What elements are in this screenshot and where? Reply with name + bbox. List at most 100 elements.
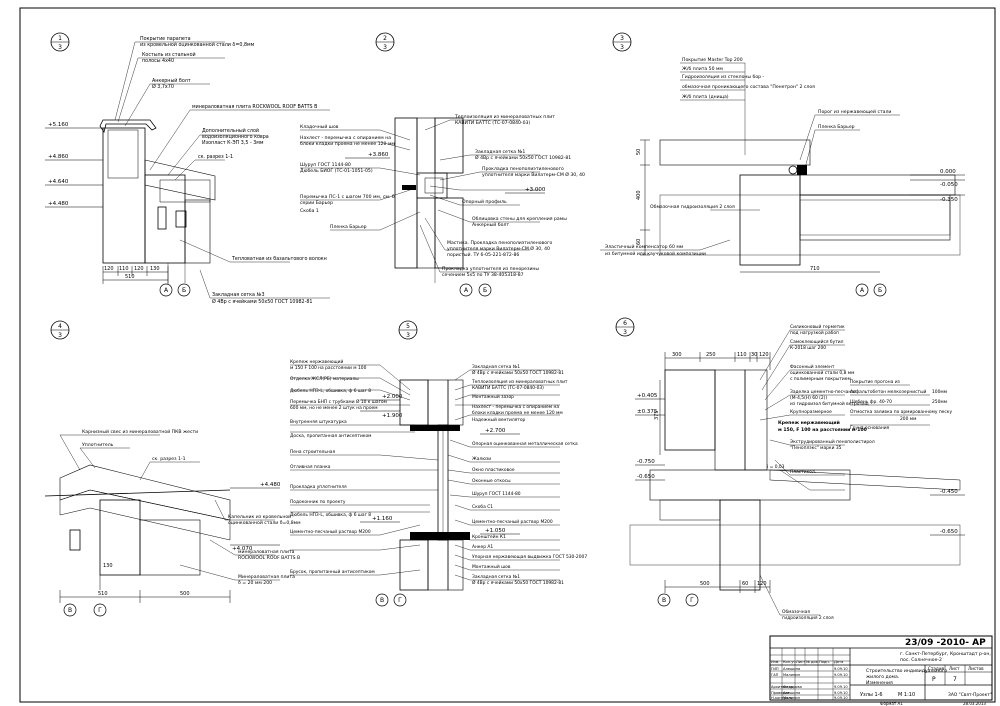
d3-label-7: Обмазочная гидроизоляция 2 слоя [650,204,735,210]
d6-label-0: Силиконовый герметик [790,323,845,330]
d3-label-4: Ж/б плита (днища) [682,94,729,100]
d6-label-1: под нагрузкой рабоп [790,329,839,336]
d1-label-7: Дополнительный слой [202,127,259,134]
detail-1-num: 1 [58,35,62,42]
d5-label-16: Ø 4Вр с ячейками 50х50 ГОСТ 10982-81 [472,369,564,376]
d6-label-14: "Пеноплэкс" марки 35 [790,445,842,451]
tb-r0-role: ГИП [771,667,779,671]
tb-col-1: Кол.уч. [783,660,797,664]
d6-label-17: Асфальтобетон мелкозернистый [850,388,927,395]
tb-col-0: Изм. [771,660,779,664]
d6-label-16: Покрытие прогона из [850,379,901,385]
d5-lower-wall [399,539,429,591]
d6-dim-8: 120 [757,581,767,587]
d5-label-18: КАВИТИ БАТТС (ТС-07-0840-03) [472,385,544,391]
d6-label-12: м 150, F 100 на расстоянии м 100 [778,427,867,433]
d5-label-33: Монтажный шов [472,563,511,570]
sheet-format: Формат А1 [880,701,903,706]
d5-label-10: Прокладка уплотнителя [290,484,347,490]
d3-label-5: Порог из нержавеющей стали [818,108,891,115]
d1-dim-0: 120 [104,266,114,272]
d6-small-1: 250мм [932,399,947,405]
d2-outer-wall [394,117,418,269]
d5-level-0: +2.000 [382,394,403,400]
d5-label-4: Перемычка БНП с трубками Ø 10 к шагом [290,398,387,405]
sheet-frame [19,7,996,703]
d5-axis-g: Г [398,597,402,604]
d1-label-2: Костыль из стальной [142,51,196,58]
detail-2: 2 3 Теплоизоляция из минераловатных плит [300,32,585,297]
d1-label-5: Ø 3,7х70 [152,83,174,90]
d6-label-15: Пластикол. [790,469,816,475]
d5-label-35: Ø 4Вр с ячейками 50х50 ГОСТ 10982-81 [472,579,564,586]
tb-r1-role: ГАП [771,673,779,677]
d6-foundation [719,499,761,591]
d5-label-27: Шуруп ГОСТ 1144-80 [472,491,521,497]
tb-r1-date: 9.09.10 [834,673,848,677]
d6-label-11: Крепеж нержавеющий [778,419,840,426]
detail-2-num: 2 [383,35,387,42]
d3-label-8: Эластичный компенсатор 60 мм [605,243,684,250]
d6-level-2: -0.750 [637,459,655,465]
d6-dim-6: 500 [700,581,710,587]
d6-dim-7: 60 [742,581,748,587]
d5-upper-wall [399,379,429,426]
d5-label-23: Опорная оцинкованная металлическая сетка [472,441,578,447]
d2-inner-wall [434,117,464,174]
tb-r4-date: 9.09.10 [834,691,848,695]
tb-col-4: Подп. [819,660,830,664]
d5-level-2: +2.700 [485,428,506,434]
d6-label-10: Крупноразмерное [790,409,832,415]
d6-label-13: Экструдированный пенополистирол [790,438,875,445]
d6-axis-g: Г [690,597,694,604]
d1-level-2: +4.640 [48,179,69,185]
detail-1-marker: 1 3 [50,32,70,52]
d1-section: ск. разрез 1-1 [198,154,233,160]
d6-small-2: 200 мм [900,416,916,422]
d6-label-9: из гидроизол битумной ветрозащ [790,400,869,407]
detail-2-sheet: 3 [383,44,387,51]
title-project-2: Изменения [866,680,893,686]
d6-label-4: Фасонный элемент [790,363,835,370]
d6-level-3: -0.650 [637,474,655,480]
d6-level-1: ±0.375 [637,409,658,415]
d2-axis-a: А [464,287,469,294]
d4-label-0: Карнизный свес из минераловатной ПКВ жес… [82,428,198,435]
d3-dim-1: 400 [636,190,642,200]
d1-dim-4: 510 [125,274,135,280]
d6-label-7: Заделка цементно-песчаная [790,389,857,395]
d2-label-12: серии Барьер [300,200,333,206]
d3-foundation [739,174,801,266]
d5-label-26: Оконные откосы [472,478,511,484]
tb-col-3: № док. [806,660,819,664]
tb-r4-name: Алешина [783,691,800,695]
d4-label-5: минераловатная плита [238,550,295,555]
d6-label-22: гидроизоляция 2 слоя [782,615,834,621]
d6-dim-2: 110 [737,352,747,358]
d1-dim-3: 130 [150,266,160,272]
tb-r3-role: Архитектор [771,685,794,689]
detail-4-sheet: 3 [58,332,62,339]
d2-label-11: Перемычка ПС-1 с шагом 700 мм, см. 6 [300,194,395,200]
d6-label-19: Отмостка заливка по армированному песку [850,409,952,415]
detail-3-sheet: 3 [620,44,624,51]
d3-label-2: Гидроизоляция из стеклоны бор - [682,74,765,80]
d4-label-6: ROCKWOOL ROOF BATTS В [238,555,300,561]
d2-label-21: Прокладка уплотнителя из пенорезины [442,266,539,272]
d6-dim-4: 120 [759,352,769,358]
d4-dim-0: 130 [103,563,113,569]
d1-axis-a: А [164,287,169,294]
d3-dim-2: 60 [636,239,642,245]
d3-label-1: Ж/б плита 50 мм [682,66,723,72]
detail-5: 5 3 [290,320,587,607]
d5-label-17: Теплоизоляция из минераловатных плит [471,379,568,385]
tb-r0-name: Алешина [783,667,800,671]
d1-label-3: полосы 4х40 [142,58,174,64]
d2-axis-b: Б [483,287,487,294]
d2-label-6: Ø 4Вр с ячейками 50х50 ГОСТ 10982-81 [475,154,571,161]
d2-label-5: Закладная сетка №1 [475,149,525,155]
title-sheet-title: Узлы 1-6 [860,692,883,698]
title-code: 23/09 -2010- АР [905,638,986,648]
d5-label-1: м 150 F 100 на расстоянии м 100 [290,365,367,371]
